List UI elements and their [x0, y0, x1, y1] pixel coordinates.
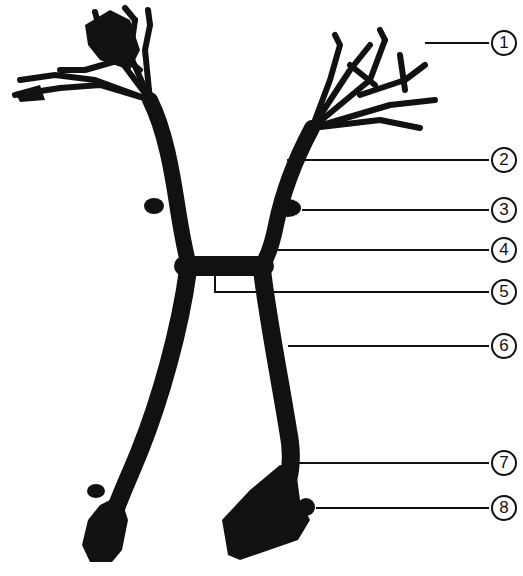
callout-number: 5 [491, 279, 517, 305]
callout-number: 8 [491, 495, 517, 521]
callout-number: 2 [491, 147, 517, 173]
callout-number: 6 [491, 333, 517, 359]
callout-number: 7 [491, 450, 517, 476]
callout-number: 3 [491, 197, 517, 223]
callout-number: 1 [491, 30, 517, 56]
callout-number: 4 [491, 237, 517, 263]
